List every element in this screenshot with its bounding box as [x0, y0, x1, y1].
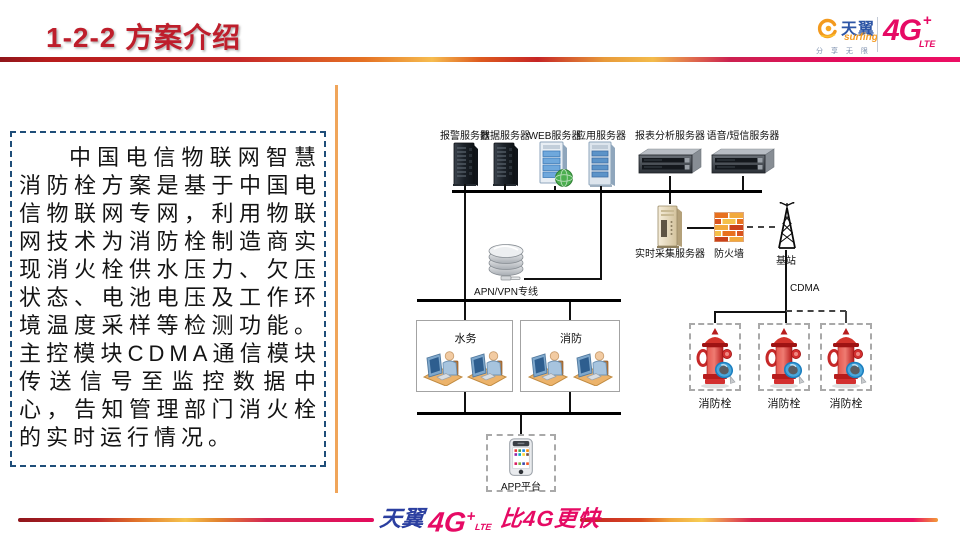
drop-hydrant-3-dashed — [845, 311, 847, 323]
brand-logo: 天翼 surfing 分 享 无 限 4G + LTE — [815, 12, 950, 57]
operator-icon — [467, 351, 507, 386]
riser-app-platform — [520, 415, 522, 434]
intro-text-box: 中国电信物联网智慧消防栓方案是基于中国电信物联网专网，利用物联网技术为消防栓制造… — [10, 131, 326, 467]
hydrant-icon — [696, 327, 737, 389]
apn-vpn-label: APN/VPN专线 — [474, 287, 538, 298]
bus-line-middle — [417, 299, 621, 302]
collector-server-label: 实时采集服务器 — [635, 249, 705, 260]
apn-vpn-icon — [488, 243, 524, 281]
bus-line-bottom — [417, 412, 621, 415]
drop-web — [554, 186, 556, 190]
hydrant-label: 消防栓 — [829, 398, 863, 410]
footer-accent-line-left — [18, 518, 374, 522]
operator-icon — [423, 351, 463, 386]
apn-connector — [524, 278, 602, 280]
web-server-icon — [539, 141, 573, 187]
logo-4g-text: 4G — [883, 14, 922, 47]
cdma-label: CDMA — [790, 283, 820, 294]
collector-server-icon — [656, 205, 683, 248]
hydrant-box — [689, 323, 741, 391]
app-platform-label: APP平台 — [500, 482, 541, 493]
server-label-web: WEB服务器 — [528, 131, 582, 142]
base-station-icon — [778, 202, 796, 249]
brand-name: 天翼 — [841, 21, 876, 38]
logo-divider — [877, 17, 878, 52]
drop-fire-down — [569, 392, 571, 412]
surfing-swirl-icon — [817, 18, 837, 39]
server-label-data: 数据服务器 — [480, 131, 530, 142]
riser-left — [464, 193, 466, 321]
collector-firewall-link — [687, 227, 714, 229]
fire-dept-box: 消防 — [520, 320, 620, 392]
server-label-app: 应用服务器 — [576, 131, 626, 142]
logo-plus-text: + — [923, 12, 932, 29]
footer-lte-text: LTE — [474, 522, 492, 532]
firewall-label: 防火墙 — [714, 249, 744, 260]
water-dept-box: 水务 — [416, 320, 513, 392]
drop-voice — [742, 176, 744, 190]
sms-server-icon — [711, 148, 775, 174]
vertical-divider — [335, 85, 338, 493]
data-server-icon — [492, 142, 519, 187]
cdma-line — [785, 250, 787, 323]
firewall-station-dashed-link — [747, 226, 775, 228]
drop-app-apn-riser — [600, 186, 602, 279]
drop-fire-box — [569, 302, 571, 321]
operator-icon — [528, 351, 568, 386]
footer-4g-text: 4G+ — [426, 506, 477, 537]
alarm-server-icon — [452, 142, 479, 187]
header-accent-line — [0, 57, 960, 62]
app-platform-phone-icon — [509, 438, 533, 476]
footer-brand-name: 天翼 — [378, 506, 426, 531]
firewall-icon — [714, 212, 744, 242]
server-label-alarm: 报警服务器 — [440, 131, 490, 142]
app-platform-box: APP平台 — [486, 434, 556, 493]
report-server-icon — [638, 148, 702, 174]
drop-data — [504, 184, 506, 190]
brand-tagline: 分 享 无 限 — [816, 48, 871, 55]
server-label-voice: 语音/短信服务器 — [706, 131, 780, 142]
drop-hydrant-1 — [714, 311, 716, 323]
drop-alarm — [464, 184, 466, 190]
water-dept-label: 水务 — [454, 333, 477, 345]
hydrant-bus-solid — [714, 311, 786, 313]
server-label-report: 报表分析服务器 — [635, 131, 705, 142]
application-server-icon — [588, 141, 616, 188]
hydrant-bus-dashed — [786, 310, 846, 312]
intro-paragraph: 中国电信物联网智慧消防栓方案是基于中国电信物联网专网，利用物联网技术为消防栓制造… — [19, 145, 321, 450]
hydrant-box — [820, 323, 872, 391]
footer-slogan-text: 比4G更快 — [499, 506, 602, 531]
logo-lte-text: LTE — [919, 39, 936, 49]
fire-dept-label: 消防 — [560, 333, 582, 345]
bus-line-top — [452, 190, 762, 193]
footer-accent-line-right — [580, 518, 938, 522]
hydrant-label: 消防栓 — [698, 398, 732, 410]
hydrant-box — [758, 323, 810, 391]
operator-icon — [573, 351, 613, 386]
hydrant-label: 消防栓 — [767, 398, 801, 410]
brand-sub: surfing — [844, 32, 878, 43]
footer-slogan: 天翼 4G+ LTE 比4G更快 — [378, 501, 602, 537]
page-title: 1-2-2 方案介绍 — [46, 22, 242, 53]
drop-water-down — [464, 392, 466, 412]
hydrant-icon — [765, 327, 806, 389]
hydrant-icon — [827, 327, 868, 389]
